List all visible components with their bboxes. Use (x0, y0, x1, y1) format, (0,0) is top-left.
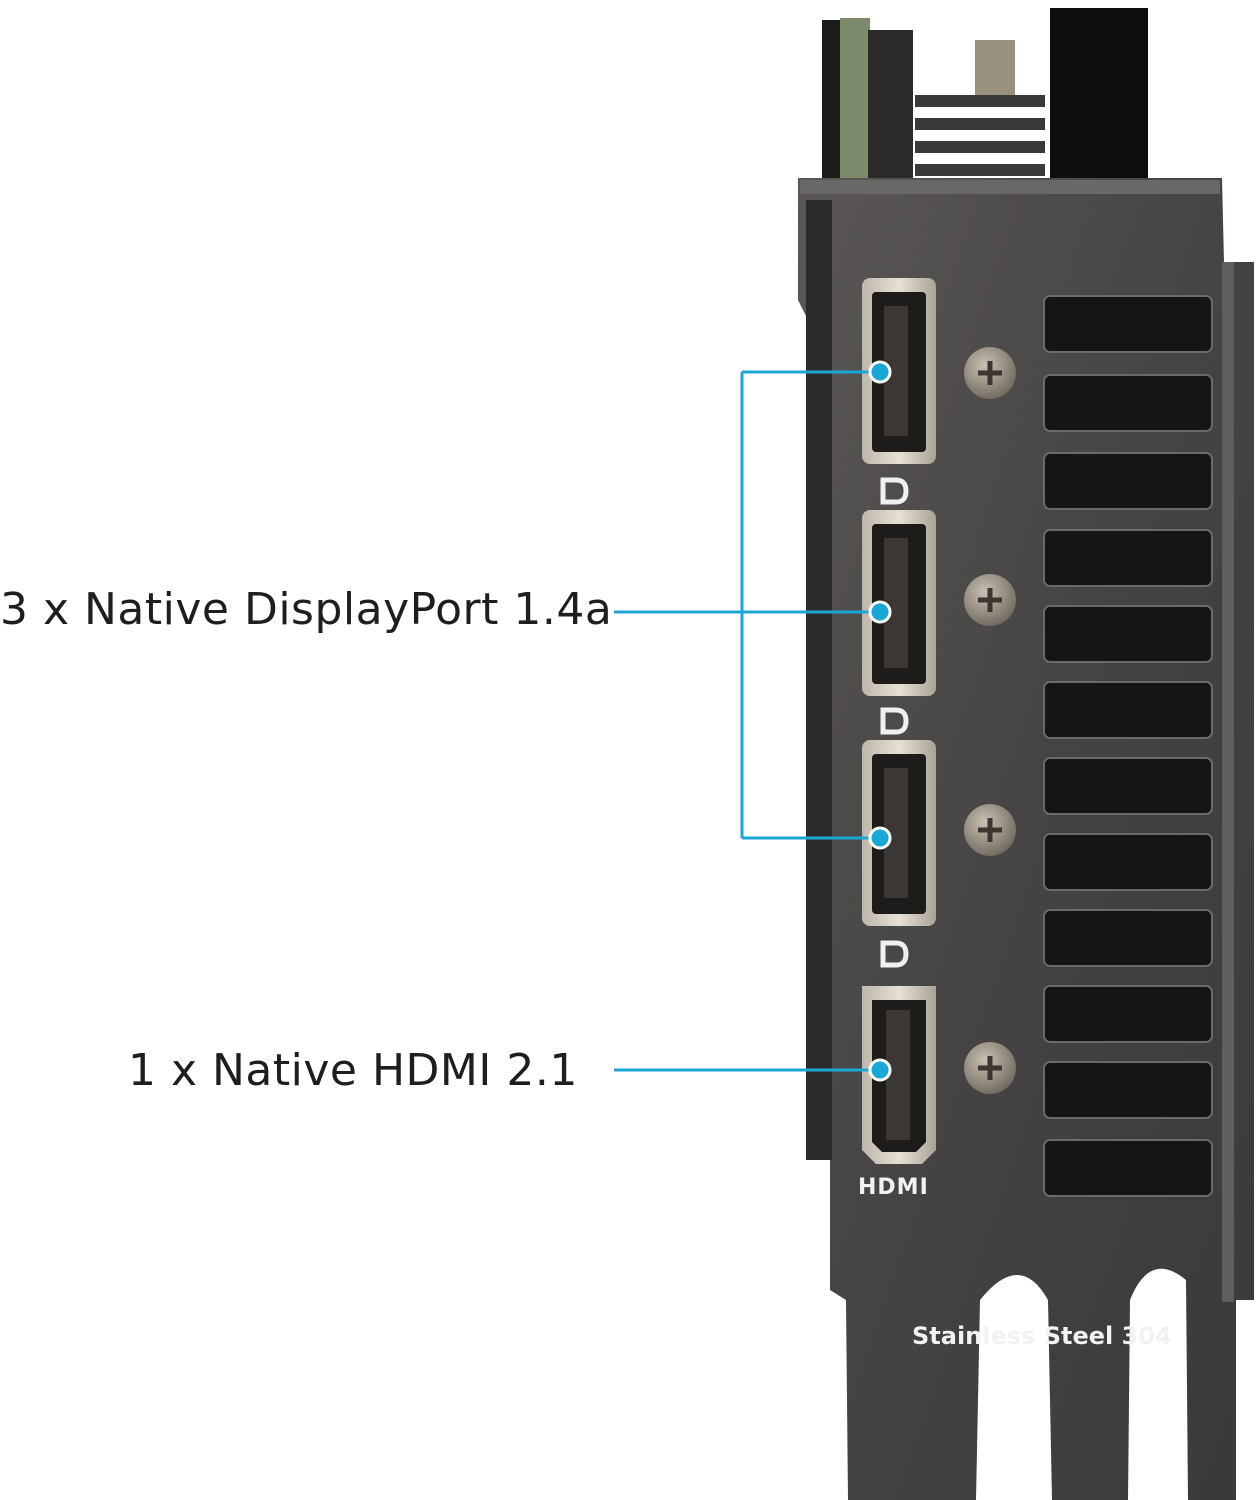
displayport-callout-label: 3 x Native DisplayPort 1.4a (0, 584, 613, 635)
callout-dots (868, 360, 892, 1082)
displayport-connector-2 (862, 510, 936, 696)
hdmi-connector (862, 986, 936, 1164)
hdmi-callout-label: 1 x Native HDMI 2.1 (128, 1045, 578, 1096)
vent-slots (1043, 295, 1213, 1197)
callout-lines (614, 370, 872, 1072)
material-marking: Stainless Steel 304 (912, 1322, 1172, 1350)
displayport-logo-icon (880, 477, 909, 968)
heatsink-top (822, 8, 1148, 180)
displayport-connector-1 (862, 278, 936, 464)
bracket-screws (964, 347, 1016, 1094)
displayport-connector-3 (862, 740, 936, 926)
hdmi-port-marking: HDMI (858, 1175, 929, 1200)
